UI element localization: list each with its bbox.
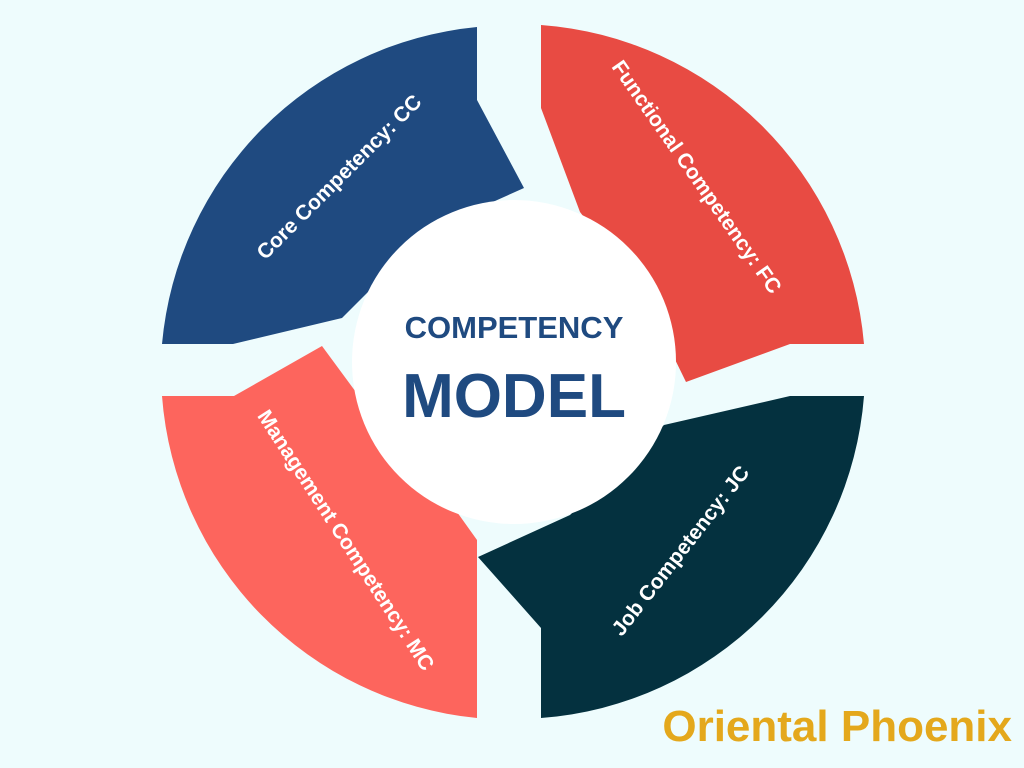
segment-functional <box>541 25 864 382</box>
segment-job <box>478 396 864 718</box>
center-title-line2: MODEL <box>402 362 626 431</box>
center-circle <box>352 200 676 524</box>
segment-management <box>162 346 477 718</box>
center-title-line1: COMPETENCY <box>405 310 624 345</box>
segment-core <box>162 27 524 344</box>
watermark-text: Oriental Phoenix <box>662 702 1012 751</box>
